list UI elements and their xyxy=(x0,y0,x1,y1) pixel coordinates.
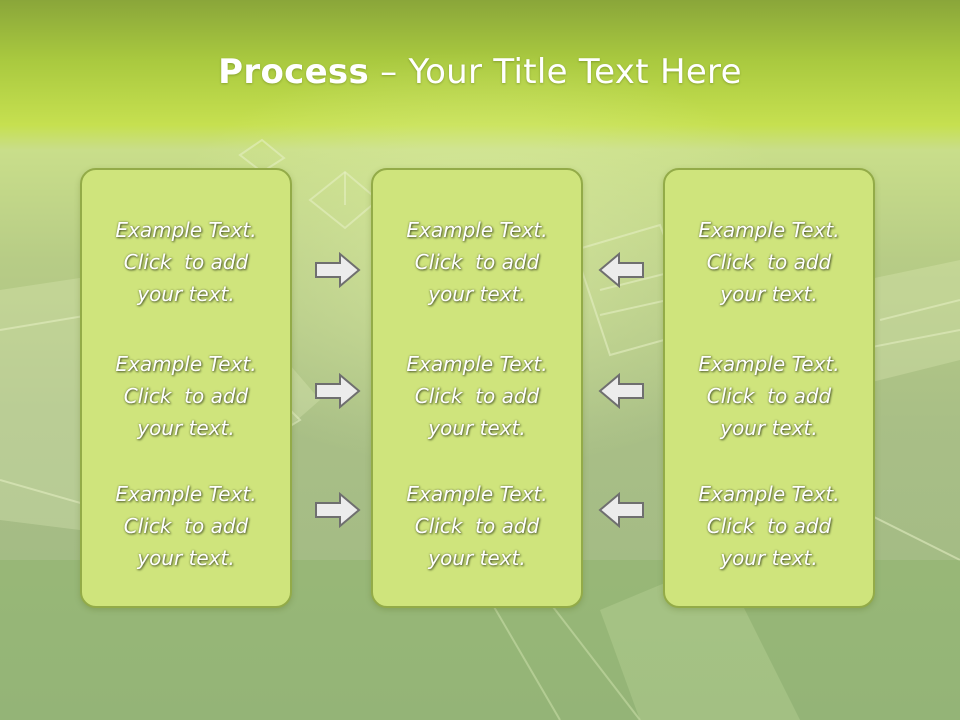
text-line: Click to add xyxy=(706,514,832,538)
text-line: Example Text. xyxy=(406,482,548,506)
text-line: Click to add xyxy=(414,250,540,274)
text-line: your text. xyxy=(137,416,235,440)
text-line: Example Text. xyxy=(406,218,548,242)
text-block[interactable]: Example Text. Click to add your text. xyxy=(82,478,290,574)
text-block[interactable]: Example Text. Click to add your text. xyxy=(373,348,581,444)
process-panel-right[interactable]: Example Text. Click to add your text. Ex… xyxy=(663,168,875,608)
text-block[interactable]: Example Text. Click to add your text. xyxy=(665,348,873,444)
text-line: Example Text. xyxy=(115,218,257,242)
title-bold-text: Process xyxy=(218,52,370,92)
text-line: Click to add xyxy=(414,384,540,408)
text-line: Click to add xyxy=(123,384,249,408)
text-line: your text. xyxy=(137,546,235,570)
text-block[interactable]: Example Text. Click to add your text. xyxy=(373,478,581,574)
text-line: Example Text. xyxy=(115,482,257,506)
text-line: Click to add xyxy=(123,514,249,538)
process-panel-left[interactable]: Example Text. Click to add your text. Ex… xyxy=(80,168,292,608)
text-line: your text. xyxy=(137,282,235,306)
text-line: your text. xyxy=(720,416,818,440)
text-line: Click to add xyxy=(706,250,832,274)
text-line: Example Text. xyxy=(115,352,257,376)
text-line: your text. xyxy=(428,546,526,570)
text-line: your text. xyxy=(720,546,818,570)
arrow-right-icon[interactable] xyxy=(314,373,362,409)
text-line: Click to add xyxy=(123,250,249,274)
text-line: Example Text. xyxy=(698,352,840,376)
text-line: Click to add xyxy=(706,384,832,408)
text-line: your text. xyxy=(428,416,526,440)
slide-title[interactable]: Process – Your Title Text Here xyxy=(0,52,960,92)
process-panel-center[interactable]: Example Text. Click to add your text. Ex… xyxy=(371,168,583,608)
arrow-right-icon[interactable] xyxy=(314,492,362,528)
text-block[interactable]: Example Text. Click to add your text. xyxy=(82,348,290,444)
text-block[interactable]: Example Text. Click to add your text. xyxy=(373,214,581,310)
text-line: Click to add xyxy=(414,514,540,538)
text-line: Example Text. xyxy=(698,218,840,242)
arrow-left-icon[interactable] xyxy=(597,492,645,528)
text-block[interactable]: Example Text. Click to add your text. xyxy=(665,478,873,574)
text-line: your text. xyxy=(720,282,818,306)
arrow-left-icon[interactable] xyxy=(597,252,645,288)
title-rest-text: – Your Title Text Here xyxy=(369,52,742,92)
arrow-left-icon[interactable] xyxy=(597,373,645,409)
text-block[interactable]: Example Text. Click to add your text. xyxy=(82,214,290,310)
arrow-right-icon[interactable] xyxy=(314,252,362,288)
text-line: Example Text. xyxy=(406,352,548,376)
text-block[interactable]: Example Text. Click to add your text. xyxy=(665,214,873,310)
text-line: your text. xyxy=(428,282,526,306)
text-line: Example Text. xyxy=(698,482,840,506)
